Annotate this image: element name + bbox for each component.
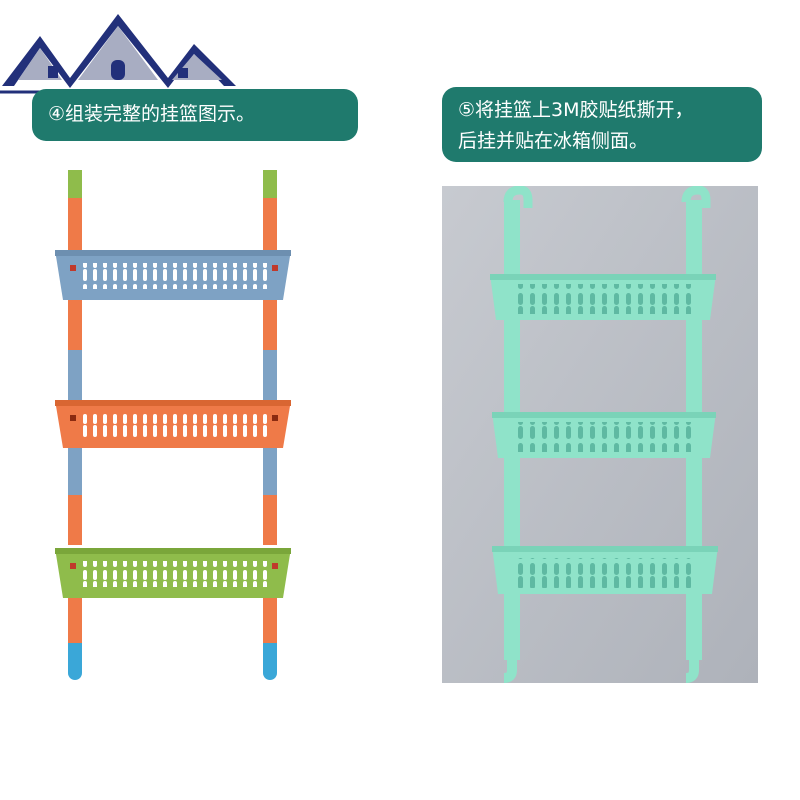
right-post [263,170,277,680]
middle-basket [55,400,291,448]
house-roof-logo-icon [0,14,238,94]
step5-caption: ⑤将挂篮上3M胶贴纸撕开， 后挂并贴在冰箱侧面。 [442,87,762,162]
mint-basket-middle [492,412,716,458]
step5-caption-line2: 后挂并贴在冰箱侧面。 [458,130,649,152]
mint-basket-bottom [492,546,718,594]
top-basket [55,250,291,300]
left-post [68,170,82,680]
step5-caption-line1: ⑤将挂篮上3M胶贴纸撕开， [458,99,694,121]
step4-caption: ④组装完整的挂篮图示。 [32,89,358,141]
step4-caption-text: ④组装完整的挂篮图示。 [48,103,256,125]
bottom-basket [55,548,291,598]
mint-basket-top [490,274,716,320]
rack-on-fridge-photo [442,186,758,683]
brand-logo [0,0,238,100]
assembled-rack-illustration [50,165,300,685]
